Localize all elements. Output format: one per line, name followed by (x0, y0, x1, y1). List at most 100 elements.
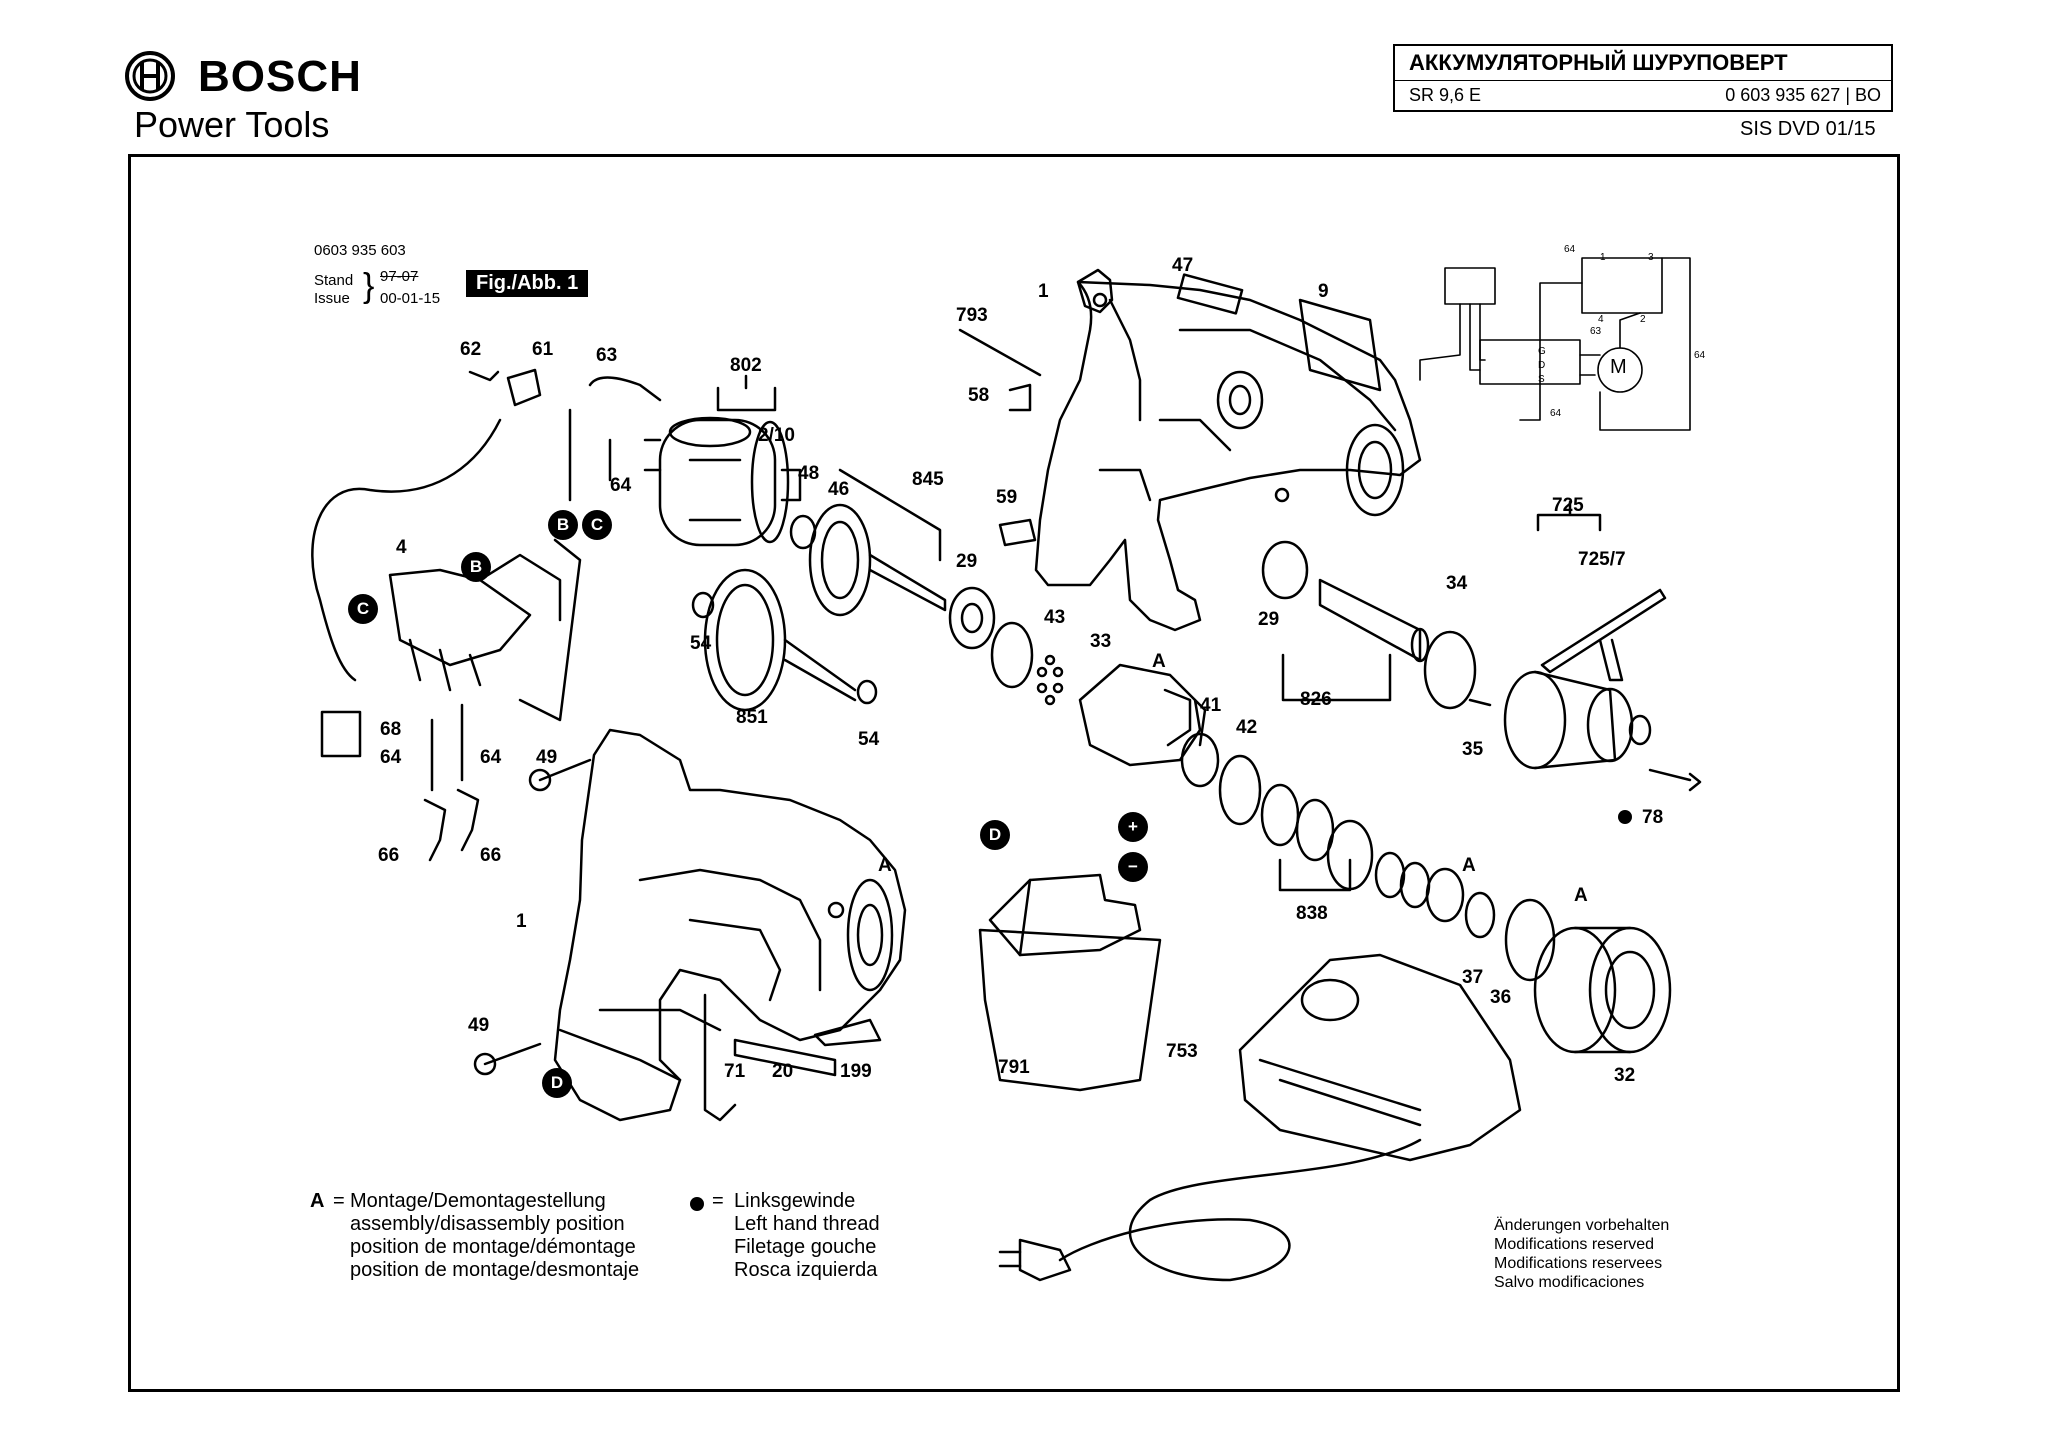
callout-61: 61 (532, 339, 554, 360)
switch-4 (388, 553, 562, 692)
ring-838d (1374, 851, 1406, 899)
group-725-bracket (1536, 500, 1602, 532)
schematic-label: 64 (1694, 350, 1706, 361)
group-845-bracket (838, 468, 942, 562)
modifications-note: Modifications reserved (1494, 1236, 1655, 1253)
group-826-bracket (1281, 653, 1392, 702)
legend-a-eq: = (333, 1190, 345, 1212)
group-802-bracket (716, 374, 777, 412)
marker-c-1: C (582, 510, 612, 540)
callout-33: 33 (1090, 631, 1112, 652)
label-9 (1298, 298, 1382, 392)
callout-78: 78 (1642, 807, 1664, 828)
callout-845: 845 (912, 469, 944, 490)
screw-78 (1648, 768, 1702, 792)
marker-c-2: C (348, 594, 378, 624)
screw-62 (468, 370, 500, 382)
callout-41: 41 (1200, 695, 1222, 716)
battery-plus-icon: + (1118, 812, 1148, 842)
lead-wire (311, 418, 502, 682)
position-mark-a-4: A (1574, 885, 1588, 906)
callout-35: 35 (1462, 739, 1484, 760)
ring-42 (1218, 754, 1262, 826)
callout-29a: 29 (956, 551, 978, 572)
callout-59: 59 (996, 487, 1018, 508)
legend-a-line: assembly/disassembly position (350, 1213, 625, 1235)
bearing-48 (789, 514, 817, 550)
schematic-label: S (1538, 374, 1545, 385)
callout-49-bottom: 49 (468, 1015, 490, 1036)
ring-838e (1399, 861, 1431, 909)
part-number: 0 603 935 627 | BO (1725, 85, 1881, 105)
legend-dot-icon (690, 1197, 704, 1211)
marker-d-1: D (542, 1068, 572, 1098)
brand-name: BOSCH (198, 52, 362, 101)
schematic-label: 4 (1598, 314, 1604, 325)
position-mark-a-2: A (878, 855, 892, 876)
diagram-frame (128, 154, 1900, 1392)
callout-66-left: 66 (378, 845, 400, 866)
balls-43 (1036, 654, 1064, 706)
washer-54a (691, 591, 715, 619)
callout-753: 753 (1166, 1041, 1198, 1062)
callout-851: 851 (736, 707, 768, 728)
callout-791: 791 (998, 1057, 1030, 1078)
spring (1425, 867, 1465, 923)
planet-carrier-43 (990, 621, 1034, 689)
washer-54b (856, 679, 878, 705)
callout-826: 826 (1300, 689, 1332, 710)
schematic-label: 2 (1640, 314, 1646, 325)
gear-housing-33 (1078, 663, 1207, 767)
terminal-66b (456, 788, 480, 852)
callout-725: 725 (1552, 495, 1584, 516)
brace: } (363, 267, 375, 305)
part-59 (998, 518, 1037, 547)
label-199 (813, 1018, 882, 1047)
sponge-68 (320, 710, 362, 758)
chuck-key-725-7 (1540, 588, 1667, 682)
callout-63: 63 (596, 345, 618, 366)
position-mark-a-1: A (1152, 651, 1166, 672)
schematic-label: 64 (1564, 244, 1576, 255)
gear-851 (703, 568, 857, 712)
battery-minus-icon: − (1118, 852, 1148, 882)
battery-791 (978, 873, 1162, 1092)
schematic-label: G (1538, 346, 1546, 357)
callout-725-7: 725/7 (1578, 549, 1626, 570)
callout-29b: 29 (1258, 609, 1280, 630)
bearing-29a (948, 586, 996, 650)
modifications-note: Salvo modificaciones (1494, 1274, 1645, 1291)
legend-dot-line: Linksgewinde (734, 1190, 856, 1212)
gear-46 (808, 503, 947, 617)
legend-dot-line: Left hand thread (734, 1213, 880, 1235)
title-divider (1395, 80, 1891, 81)
lead-wire-2 (518, 538, 582, 722)
modifications-note: Modifications reservees (1494, 1255, 1663, 1272)
callout-62: 62 (460, 339, 482, 360)
callout-71: 71 (724, 1061, 746, 1082)
product-title: АККУМУЛЯТОРНЫЙ ШУРУПОВЕРТ (1409, 50, 1788, 75)
bosch-armature-icon (125, 51, 175, 101)
schematic-label: 3 (1648, 252, 1654, 263)
disc-34 (1423, 630, 1477, 710)
terminal-66a (423, 798, 447, 862)
wire-63 (588, 376, 662, 402)
marker-b-2: B (461, 552, 491, 582)
callout-68: 68 (380, 719, 402, 740)
callout-9: 9 (1318, 281, 1329, 302)
callout-49-top: 49 (536, 747, 558, 768)
callout-802: 802 (730, 355, 762, 376)
clip-61 (506, 368, 542, 407)
left-hand-thread-dot-icon (1618, 810, 1632, 824)
part-58 (1008, 383, 1032, 412)
callout-43: 43 (1044, 607, 1066, 628)
brand-tagline: Power Tools (134, 104, 330, 145)
legend-a-line: position de montage/démontage (350, 1236, 636, 1258)
wire-64-top (568, 408, 612, 502)
title-block: АККУМУЛЯТОРНЫЙ ШУРУПОВЕРТ SR 9,6 E 0 603… (1393, 44, 1893, 112)
position-mark-a-3: A (1462, 855, 1476, 876)
callout-793: 793 (956, 305, 988, 326)
marker-d-2: D (980, 820, 1010, 850)
motor-symbol-icon: M (1610, 356, 1627, 378)
